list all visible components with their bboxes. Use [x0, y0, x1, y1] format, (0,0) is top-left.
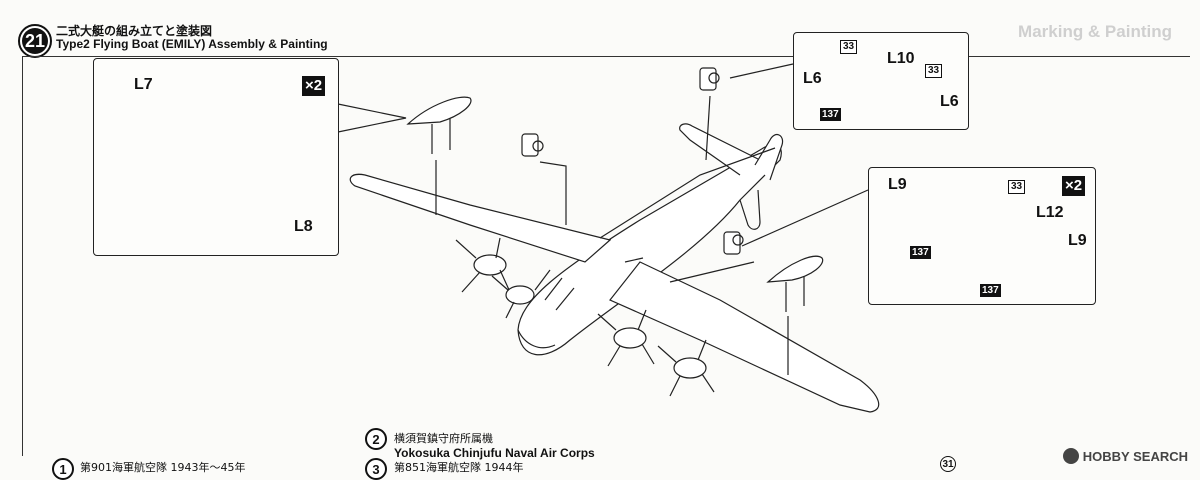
part-label-l6-left: L6	[803, 70, 822, 87]
legend-entry-1-jp: 第901海軍航空隊 1943年〜45年	[80, 461, 246, 474]
legend-marker-2: 2	[365, 428, 387, 450]
part-number-33a: 33	[840, 40, 858, 54]
step-title-jp: 二式大艇の組み立てと塗装図	[56, 24, 213, 38]
float-multiplier-badge: ×2	[302, 76, 326, 96]
gear-detail-box-right	[868, 167, 1096, 305]
legend-entry-3: 第851海軍航空隊 1944年	[394, 459, 524, 475]
watermark-text: HOBBY SEARCH	[1082, 448, 1188, 464]
legend-entry-2-en: Yokosuka Chinjufu Naval Air Corps	[394, 446, 595, 460]
part-number-33b: 33	[925, 64, 943, 78]
part-number-137-right-b: 137	[980, 284, 1001, 297]
part-label-l7: L7	[134, 76, 153, 93]
part-label-l9-bottom: L9	[1068, 232, 1087, 249]
step-number-badge: 21	[18, 24, 52, 58]
watermark: HOBBY SEARCH	[1062, 448, 1188, 464]
legend-entry-1: 第901海軍航空隊 1943年〜45年	[80, 459, 245, 475]
part-label-l10: L10	[887, 50, 915, 67]
frame-left-rule	[22, 56, 23, 456]
legend-marker-3: 3	[365, 458, 387, 480]
part-label-l12: L12	[1036, 204, 1064, 221]
legend-marker-1: 1	[52, 458, 74, 480]
gear-multiplier-badge: ×2	[1062, 176, 1086, 196]
hobby-search-logo-icon	[1062, 448, 1079, 464]
part-label-l9-top: L9	[888, 176, 907, 193]
part-number-137-right-a: 137	[910, 246, 931, 259]
legend-entry-2: 横須賀鎮守府所属機 Yokosuka Chinjufu Naval Air Co…	[394, 430, 595, 460]
legend-entry-3-jp: 第851海軍航空隊 1944年	[394, 461, 524, 474]
float-detail-box	[93, 58, 339, 256]
step-title-en: Type2 Flying Boat (EMILY) Assembly & Pai…	[56, 37, 328, 51]
part-label-l8: L8	[294, 218, 313, 235]
frame-top-rule	[22, 56, 1190, 57]
part-number-137-top: 137	[820, 108, 841, 121]
legend-entry-2-jp: 横須賀鎮守府所属機	[394, 432, 493, 445]
part-label-l6-right: L6	[940, 93, 959, 110]
part-number-33-right: 33	[1008, 180, 1026, 194]
ghost-heading: Marking & Painting	[1018, 22, 1172, 41]
